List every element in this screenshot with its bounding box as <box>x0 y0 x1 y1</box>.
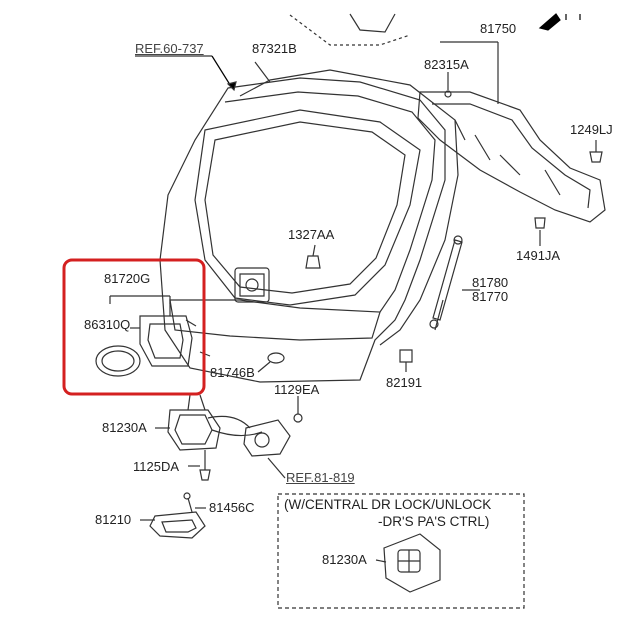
tailgate-outline <box>159 77 446 383</box>
highlight-box <box>62 258 206 396</box>
tailgate-lower-panel <box>169 299 381 341</box>
part-81230A-label[interactable]: 81230A <box>102 420 147 435</box>
handle-81210 <box>149 511 206 539</box>
kia-emblem-86310Q <box>95 345 141 377</box>
part-1125DA-label[interactable]: 1125DA <box>133 459 180 474</box>
part-81210-label[interactable]: 81210 <box>95 512 132 527</box>
upper-body-outline <box>289 14 411 46</box>
central-lock-note-box <box>277 493 525 609</box>
latch-81230A <box>167 409 221 451</box>
part-81780-label[interactable]: 81780 <box>472 275 509 290</box>
part-82315A-label[interactable]: 82315A <box>424 57 469 72</box>
part-1327AA-label[interactable]: 1327AA <box>288 227 335 242</box>
bumper-81746B <box>267 352 285 364</box>
part-82191-label[interactable]: 82191 <box>386 375 423 390</box>
part-1491JA-label[interactable]: 1491JA <box>516 248 561 263</box>
part-81750-label[interactable]: 81750 <box>480 21 517 36</box>
direction-arrow-icon <box>538 13 581 31</box>
actuator-81230A-central <box>383 533 441 593</box>
part-81746B-label[interactable]: 81746B <box>210 365 255 380</box>
upper-bracket <box>349 13 396 33</box>
rear-glass <box>194 109 421 306</box>
kia-emblem-on-gate <box>234 267 270 303</box>
part-1249LJ-label[interactable]: 1249LJ <box>570 122 613 137</box>
nut-1327AA <box>305 255 321 269</box>
part-81456C-label[interactable]: 81456C <box>209 500 255 515</box>
weatherstrip-87321B <box>239 69 459 346</box>
part-81230A-central-label[interactable]: 81230A <box>322 552 367 567</box>
spoiler-81750 <box>417 91 606 223</box>
actuator-1129EA <box>243 419 291 457</box>
stopper-82191 <box>399 349 413 363</box>
note-line-1: (W/CENTRAL DR LOCK/UNLOCK <box>284 497 492 512</box>
note-line-2: -DR'S PA'S CTRL) <box>378 514 490 529</box>
handle-garnish-86310Q <box>139 315 193 367</box>
ref-81-819-label[interactable]: REF.81-819 <box>286 470 355 485</box>
part-81770-label[interactable]: 81770 <box>472 289 509 304</box>
tailgate-inner <box>224 91 436 313</box>
gas-strut-81780 <box>432 239 463 321</box>
part-87321B-label[interactable]: 87321B <box>252 41 297 56</box>
part-86310Q-label[interactable]: 86310Q <box>84 317 131 332</box>
part-1129EA-label[interactable]: 1129EA <box>274 382 320 397</box>
part-81720G-label[interactable]: 81720G <box>104 271 151 286</box>
ref-60-737-label[interactable]: REF.60-737 <box>135 41 204 56</box>
